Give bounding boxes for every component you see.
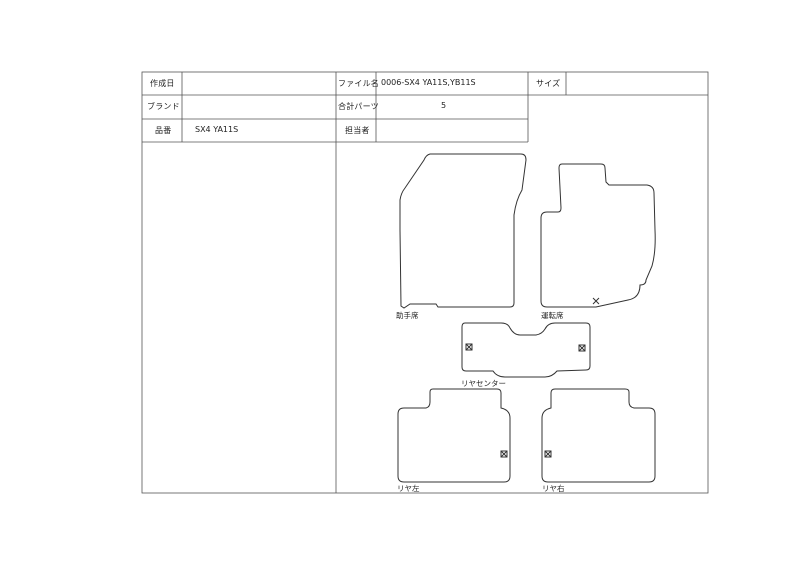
brand-label: ブランド xyxy=(147,102,180,111)
table-grid xyxy=(141,71,709,494)
model-label: 品番 xyxy=(155,126,172,135)
created-label: 作成日 xyxy=(150,79,175,88)
mat-outlines xyxy=(397,153,656,483)
parts-label: 合計パーツ xyxy=(338,102,379,111)
mat-rear-right-outline xyxy=(541,388,656,483)
model-value: SX4 YA11S xyxy=(195,125,239,134)
person-label: 担当者 xyxy=(345,126,370,135)
part-label-driver: 運転席 xyxy=(541,311,564,320)
file-label: ファイル名 xyxy=(338,79,379,88)
outer-border xyxy=(141,71,709,494)
parts-value: 5 xyxy=(441,101,447,110)
driver-heel-mark xyxy=(592,297,600,305)
mat-rear-left-outline xyxy=(397,388,511,483)
part-label-rear-left: リヤ左 xyxy=(397,484,420,493)
clip-mark-rc-left xyxy=(465,343,473,351)
part-label-rear-center: リヤセンター xyxy=(461,379,506,388)
clip-mark-rr xyxy=(544,450,552,458)
clip-mark-rl xyxy=(500,450,508,458)
part-label-rear-right: リヤ右 xyxy=(542,484,565,493)
size-label: サイズ xyxy=(536,79,561,88)
mat-driver-outline xyxy=(540,163,656,308)
mat-passenger-outline xyxy=(399,153,527,309)
mat-rear-center-outline xyxy=(461,322,591,378)
clip-mark-rc-right xyxy=(578,344,586,352)
part-label-passenger: 助手席 xyxy=(396,311,419,320)
file-value: 0006-SX4 YA11S,YB11S xyxy=(381,78,476,87)
